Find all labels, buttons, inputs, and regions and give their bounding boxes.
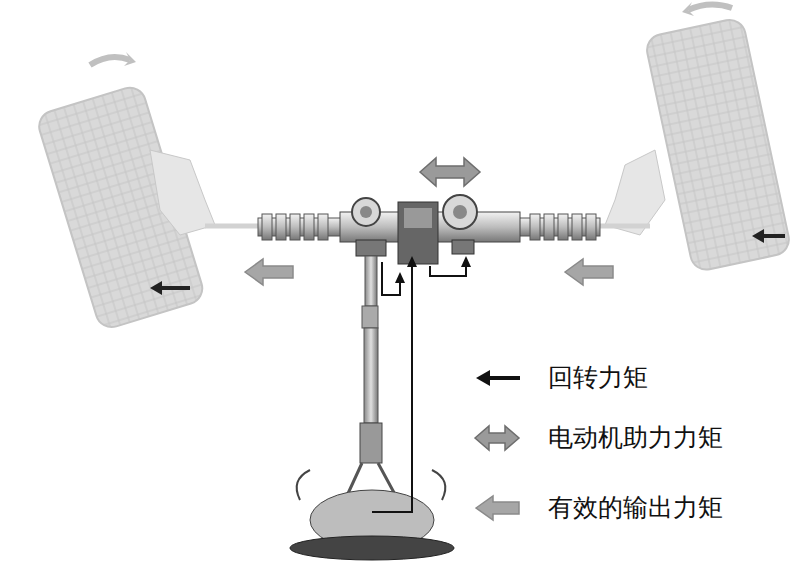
legend-line-arrow [486, 376, 520, 380]
legend-samples [475, 370, 520, 520]
output-torque-arrow [245, 259, 613, 285]
assist-torque-arrow [420, 158, 480, 186]
tie-rod [598, 224, 650, 229]
legend-text: 有效的输出力矩 [548, 493, 723, 523]
legend-text: 电动机助力力矩 [548, 423, 723, 453]
torque-path [372, 262, 466, 512]
legend-block-arrow [476, 496, 519, 520]
legend-double-arrow [475, 426, 519, 450]
legend-text: 回转力矩 [548, 363, 648, 393]
torque-arrowheads [395, 256, 471, 283]
legend-line-arrow-head [476, 370, 490, 386]
steering-rack [258, 195, 600, 264]
right-wheel [605, 2, 792, 273]
steering-column [290, 256, 454, 560]
left-wheel [35, 52, 215, 331]
tie-rod [205, 224, 262, 229]
